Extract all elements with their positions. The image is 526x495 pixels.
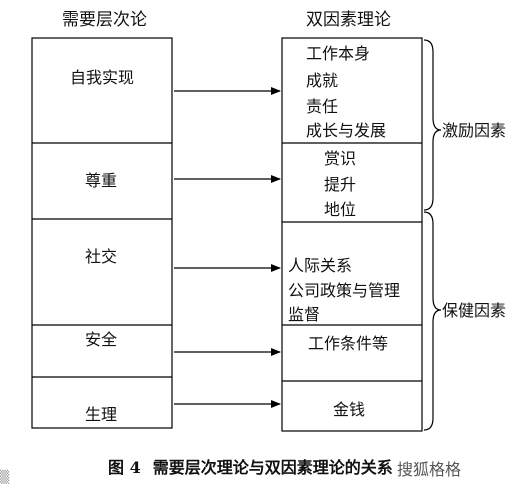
need-self-actualization: 自我实现	[70, 68, 135, 87]
arrows	[174, 87, 281, 408]
need-esteem: 尊重	[85, 171, 118, 190]
figure-caption-text: 需要层次理论与双因素理论的关系	[152, 458, 393, 477]
factor-responsibility: 责任	[306, 97, 339, 116]
needs-column	[31, 37, 173, 429]
watermark-corner-mark-icon: ▒	[0, 470, 10, 484]
factor-work-itself: 工作本身	[306, 44, 371, 63]
figure-caption: 图 4 需要层次理论与双因素理论的关系	[108, 457, 393, 479]
factor-working-conditions: 工作条件等	[308, 334, 389, 353]
motivators-brace	[423, 39, 442, 211]
factor-status: 地位	[324, 200, 357, 219]
factor-recognition: 赏识	[324, 149, 357, 168]
needs-hierarchy-header: 需要层次论	[62, 10, 147, 30]
two-factor-header: 双因素理论	[306, 10, 391, 30]
factors-column-border	[281, 37, 423, 432]
factor-company-policy: 公司政策与管理	[288, 281, 401, 300]
factor-growth: 成长与发展	[306, 121, 387, 140]
figure-number: 图 4	[108, 458, 141, 477]
needs-column-border	[31, 37, 173, 429]
motivators-label: 激励因素	[442, 121, 507, 140]
braces	[423, 39, 442, 431]
factor-achievement: 成就	[306, 71, 339, 90]
hygiene-label: 保健因素	[442, 301, 507, 320]
watermark: 搜狐格格	[395, 460, 464, 480]
watermark-text: 搜狐格格	[397, 460, 462, 479]
need-physiological: 生理	[85, 405, 118, 424]
need-social: 社交	[85, 247, 118, 266]
need-safety: 安全	[85, 330, 118, 349]
factor-money: 金钱	[333, 400, 366, 419]
hygiene-brace	[423, 211, 442, 431]
factors-column	[281, 37, 423, 432]
factor-interpersonal-relations: 人际关系	[288, 256, 353, 275]
factor-supervision: 监督	[288, 305, 321, 324]
factor-promotion: 提升	[324, 175, 357, 194]
